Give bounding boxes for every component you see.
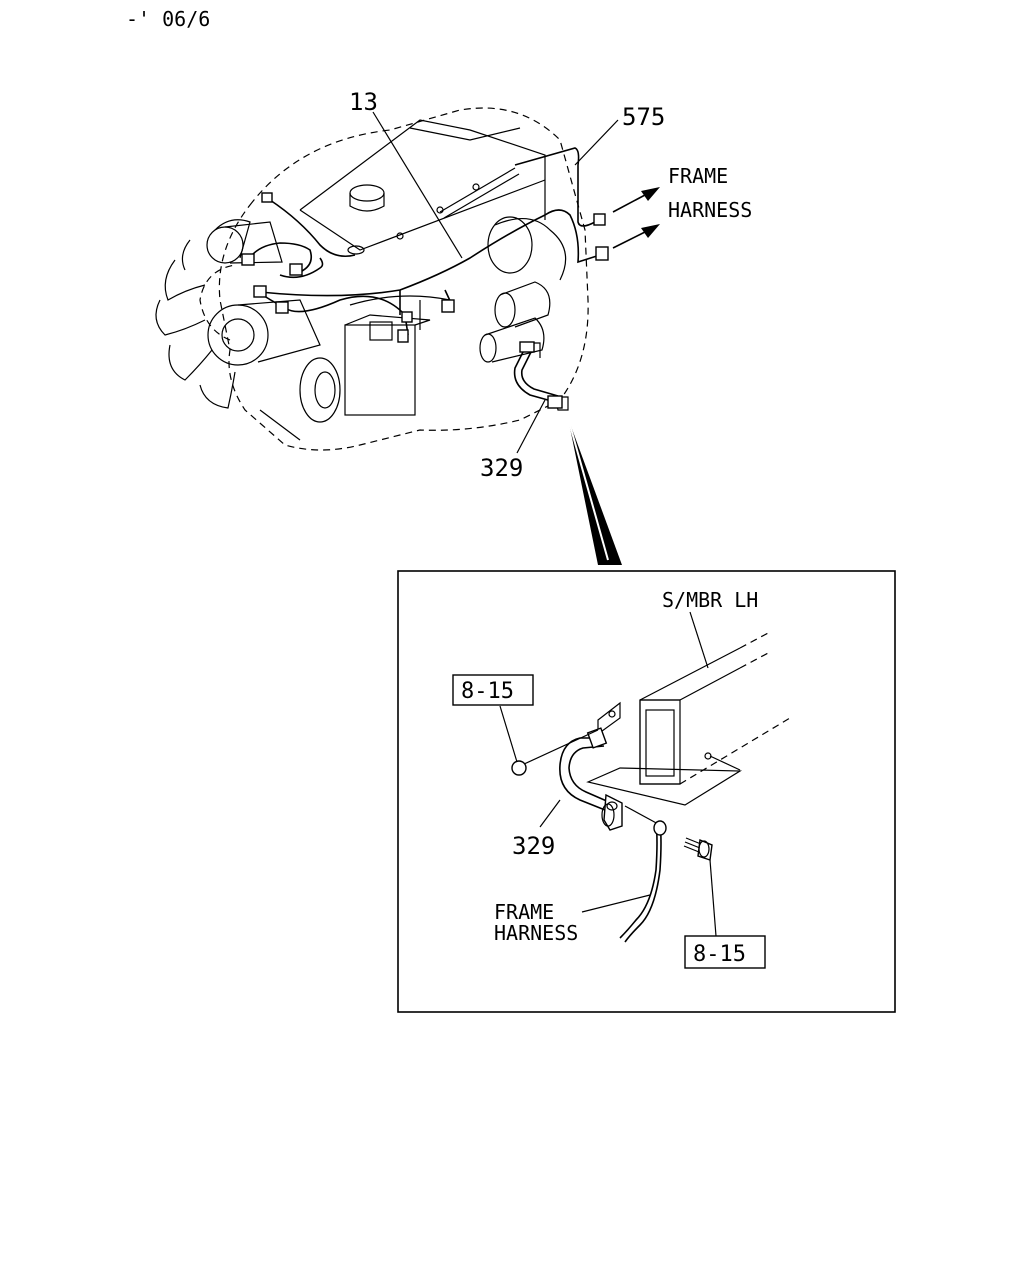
frame-harness-arrows [612,187,660,249]
bolt [683,837,713,861]
leader-329 [516,399,546,454]
detail-frame-label: FRAME [494,900,554,924]
detail-ground-cable-329 [511,701,661,831]
leader-ref-top [499,705,518,763]
leader-575 [574,119,619,166]
detail-callout-329: 329 [512,832,555,860]
member-label: S/MBR LH [662,588,758,612]
detail-frame-harness-cable [619,820,667,943]
page-code: -' 06/6 [126,7,210,31]
leader-detail-329 [539,799,561,828]
leader-detail-frame-harness [581,894,651,913]
callout-13: 13 [349,88,378,116]
engine-harness-13 [241,183,601,343]
leader-ref-bottom [709,859,717,937]
harness-label: HARNESS [668,198,752,222]
frame-label: FRAME [668,164,728,188]
side-member [586,631,791,806]
leader-13 [372,111,463,259]
detail-harness-label: HARNESS [494,921,578,945]
harness-575 [514,147,609,261]
detail-pointer [568,418,622,565]
ref-top: 8-15 [461,679,514,704]
callout-575: 575 [622,103,665,131]
callout-329: 329 [480,454,523,482]
ref-box-bottom [684,935,766,969]
engine-illustration [155,107,589,451]
leader-member [689,611,709,669]
ref-box-top [452,674,534,706]
ground-cable-329 [513,341,563,409]
detail-box [397,570,896,1013]
ref-bottom: 8-15 [693,942,746,967]
